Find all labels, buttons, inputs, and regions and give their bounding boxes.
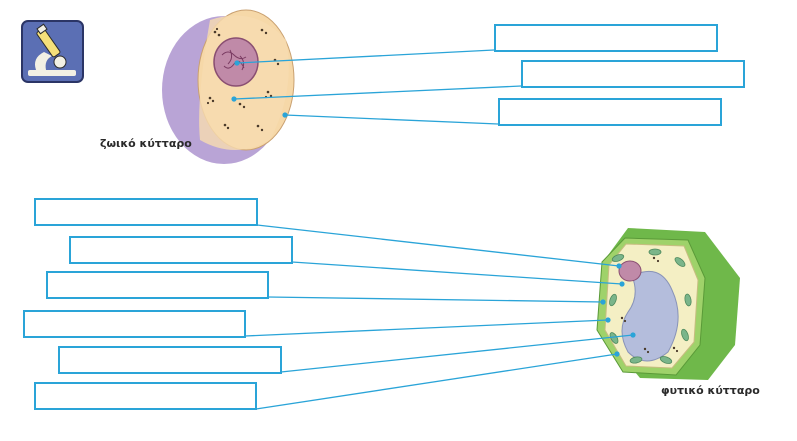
animal-label-box-2[interactable] [521,60,745,88]
plant-leader-dots [600,263,636,357]
plant-label-box-1[interactable] [34,198,258,226]
leader-line-membrane [280,334,634,373]
animal-leader-lines [233,49,522,125]
plant-leader-lines [244,224,634,410]
plant-cell-illustration [596,228,740,380]
animal-label-box-1[interactable] [494,24,718,52]
leader-line-cytoplasm [233,85,522,100]
leader-line-cell-wall [255,353,618,410]
animal-leader-dots [231,60,288,118]
microscope-icon [21,20,84,83]
leader-line-cytoplasm [291,261,623,285]
animal-cell-caption: ζωικό κύτταρο [100,137,192,150]
animal-cell-illustration [162,9,295,164]
plant-label-box-5[interactable] [58,346,282,374]
leader-line-membrane [284,114,499,125]
plant-label-box-6[interactable] [34,382,257,410]
leader-line-nucleus [256,224,620,267]
leader-line-nucleus [236,49,495,64]
leader-line-chloroplast [267,296,604,303]
plant-label-box-3[interactable] [46,271,269,299]
plant-cell-caption: φυτικό κύτταρο [661,384,760,397]
animal-label-box-3[interactable] [498,98,722,126]
leader-line-vacuole [244,319,609,337]
plant-label-box-4[interactable] [23,310,246,338]
plant-label-box-2[interactable] [69,236,293,264]
